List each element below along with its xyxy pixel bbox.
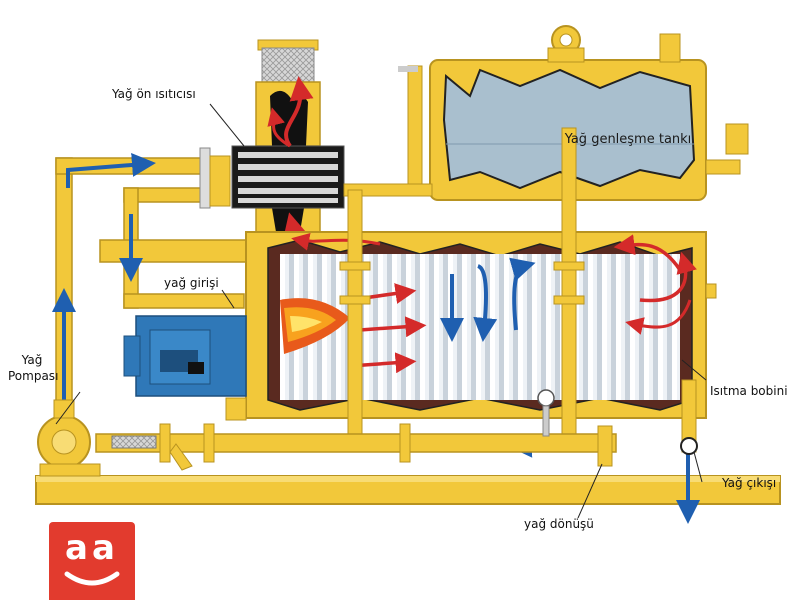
label-oil-inlet: yağ girişi: [164, 276, 219, 290]
oil-pump: [37, 399, 101, 477]
label-heating-coil: Isıtma bobini: [710, 384, 788, 398]
oil-outlet-pipe: [680, 379, 698, 455]
expansion-tank: [343, 25, 749, 201]
label-oil-outlet: Yağ çıkışı: [722, 476, 777, 490]
burner: [123, 315, 247, 397]
label-oil-preheater: Yağ ön ısıtıcısı: [112, 87, 196, 101]
manifold-pipes: [339, 127, 585, 437]
callout-lines: [55, 103, 707, 519]
label-expansion-tank: Yağ genleşme tankı: [564, 132, 692, 147]
return-line: [95, 423, 617, 471]
burner-flame: [280, 298, 350, 354]
brand-logo: aa: [49, 522, 135, 600]
oil-preheater: [231, 145, 345, 209]
pressure-gauge: [537, 389, 555, 437]
smile-icon: [64, 571, 120, 586]
label-oil-pump: Yağ Pompası: [8, 353, 59, 383]
label-oil-return: yağ dönüşü: [524, 517, 594, 531]
brand-logo-text: aa: [65, 528, 119, 568]
base-frame: [35, 475, 781, 505]
